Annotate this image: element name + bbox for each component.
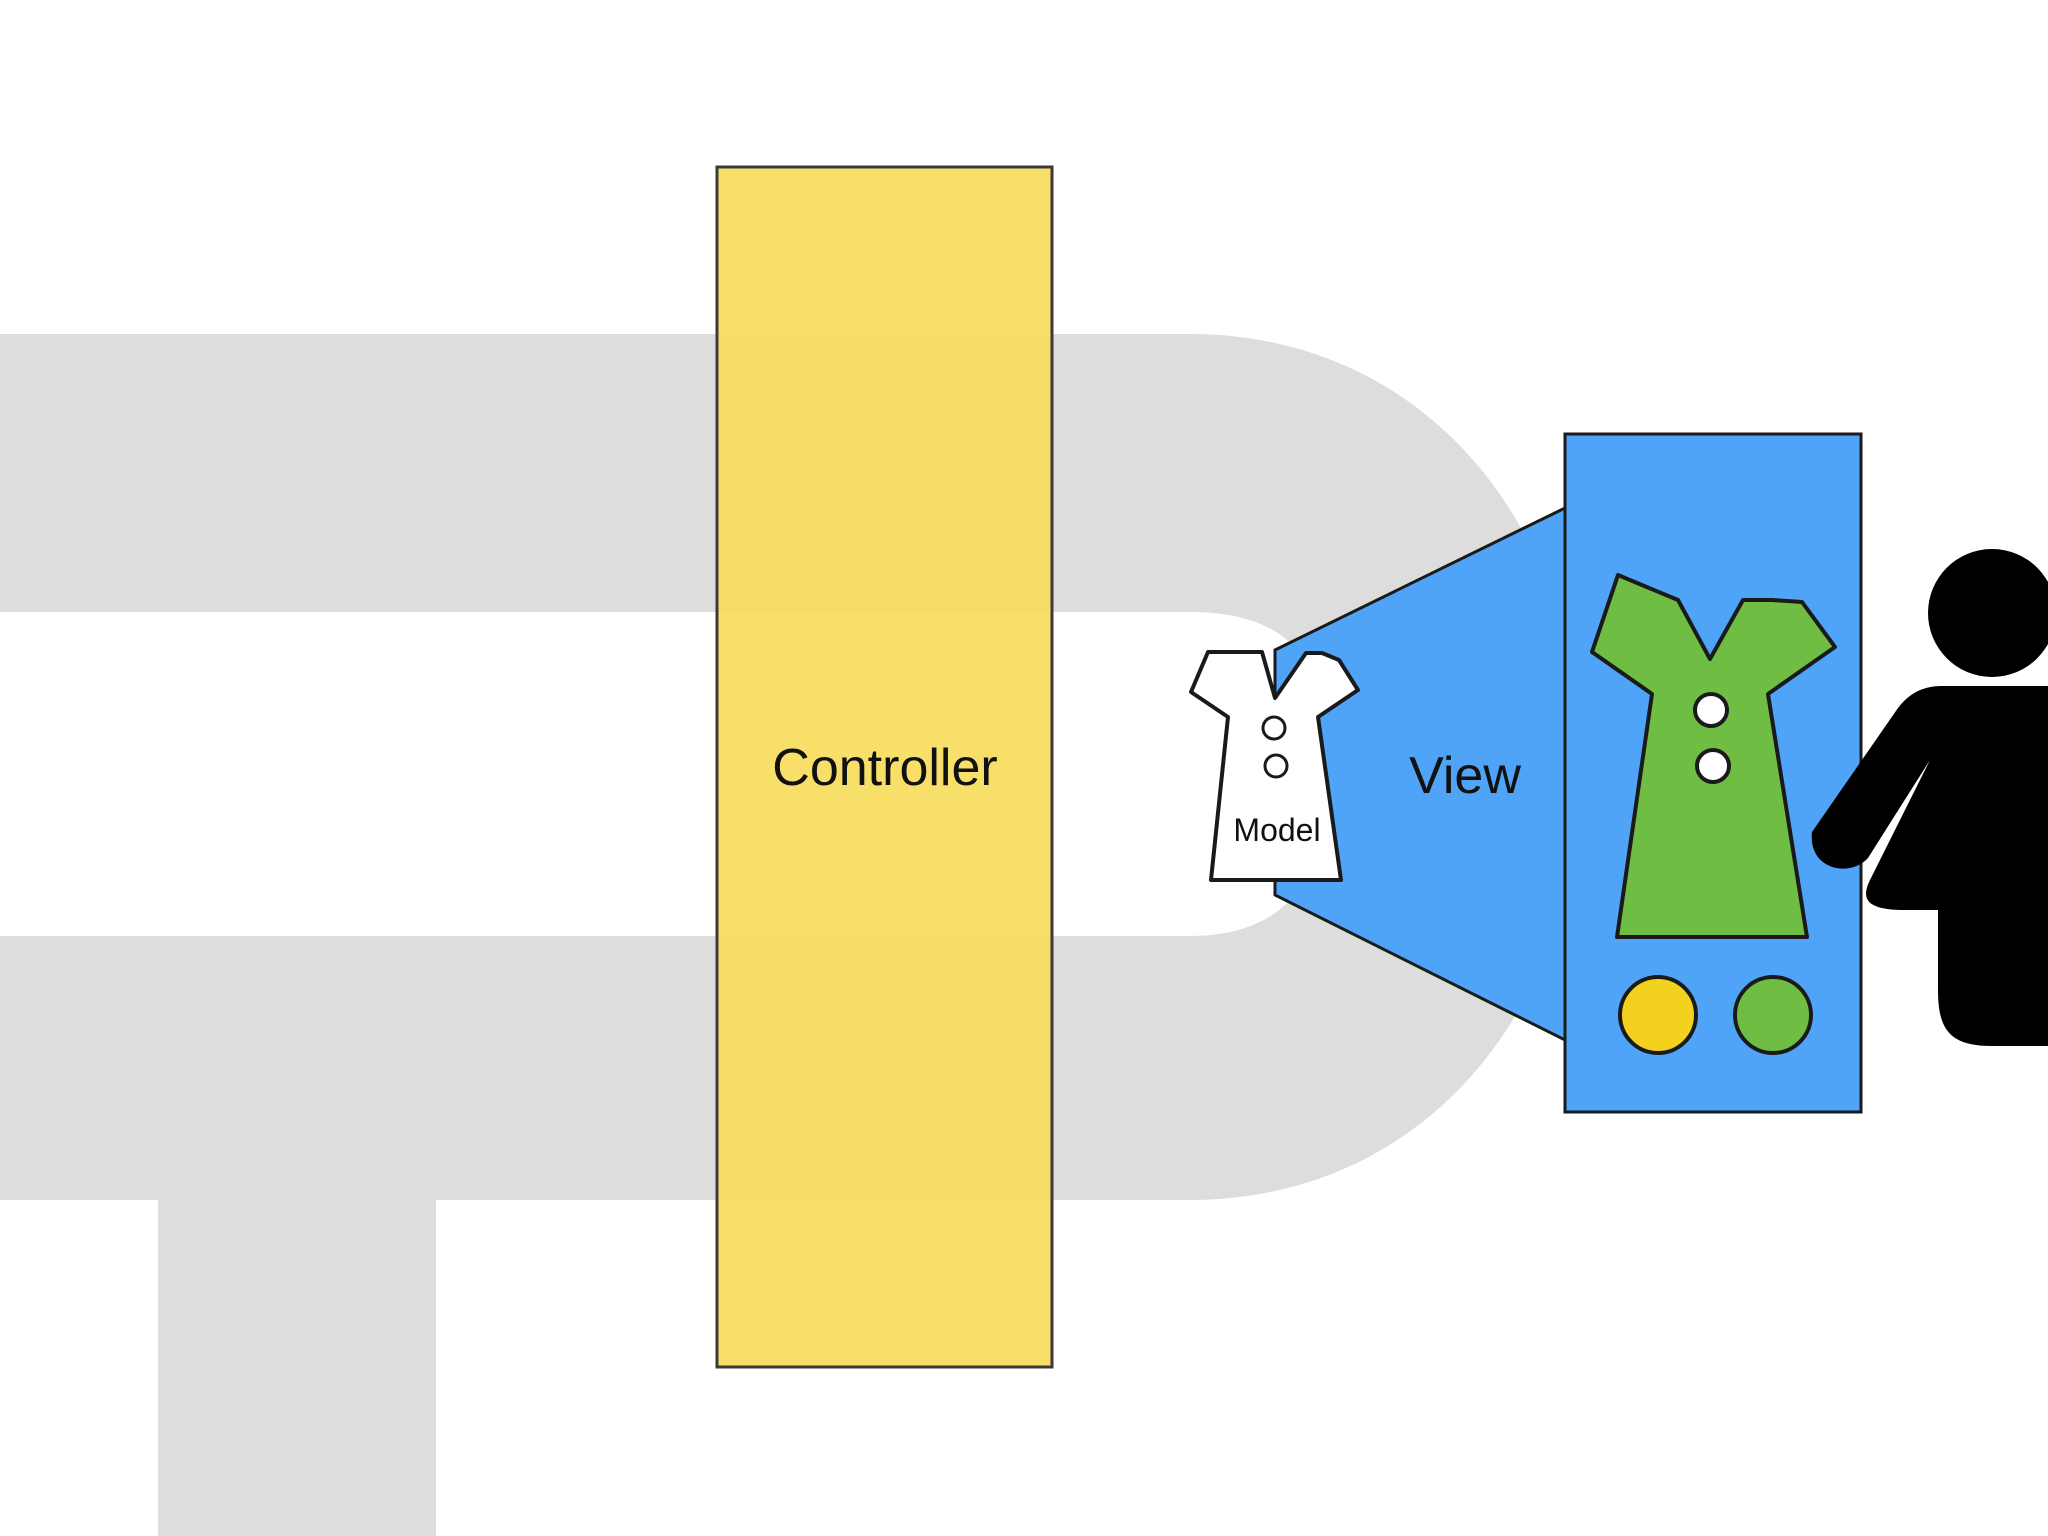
model-label: Model <box>1233 812 1320 848</box>
green-color-button[interactable] <box>1733 975 1813 1055</box>
model-dress-icon: Model <box>1189 650 1360 882</box>
view-dress-icon <box>1590 573 1837 939</box>
model-dress-button-top <box>1261 715 1287 741</box>
watermark-loop <box>0 334 1580 1200</box>
model-dress-button-bottom <box>1263 753 1289 779</box>
yellow-color-button[interactable] <box>1618 975 1698 1055</box>
background-watermark <box>0 334 1580 1536</box>
controller-box <box>715 165 1054 1369</box>
view-dress-button-top <box>1693 692 1729 728</box>
view-dress-button-bottom <box>1695 748 1731 784</box>
person-icon <box>1811 549 2048 1046</box>
controller-label: Controller <box>772 739 997 797</box>
view-label: View <box>1409 747 1521 805</box>
watermark-stem <box>158 1200 436 1536</box>
